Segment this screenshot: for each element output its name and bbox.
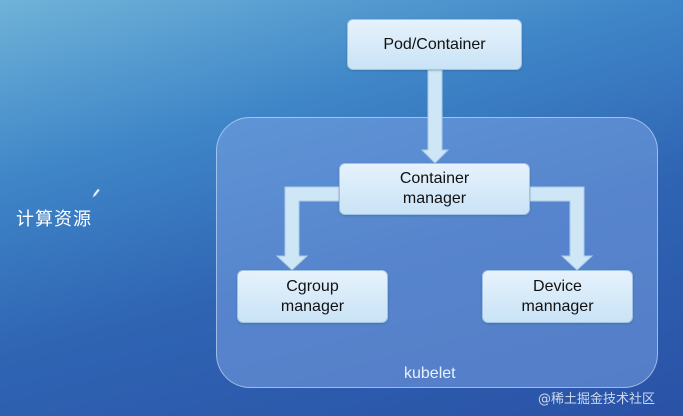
kubelet-label: kubelet	[404, 365, 456, 382]
arrow-container-manager-to-device	[529, 186, 594, 271]
device-manager-label: Device mannager	[521, 277, 594, 315]
pencil-icon	[92, 188, 100, 198]
pod-container-node: Pod/Container	[347, 19, 522, 70]
container-manager-node: Container manager	[339, 163, 530, 215]
pod-container-label: Pod/Container	[383, 35, 486, 53]
device-manager-node: Device mannager	[482, 270, 633, 323]
watermark: @稀土掘金技术社区	[538, 392, 656, 407]
side-label: 计算资源	[16, 209, 92, 230]
cgroup-manager-node: Cgroup manager	[237, 270, 388, 323]
arrow-container-manager-to-cgroup	[275, 186, 340, 271]
cgroup-manager-label: Cgroup manager	[280, 277, 345, 315]
arrow-pod-to-container-manager	[420, 69, 450, 164]
container-manager-label: Container manager	[399, 170, 470, 207]
